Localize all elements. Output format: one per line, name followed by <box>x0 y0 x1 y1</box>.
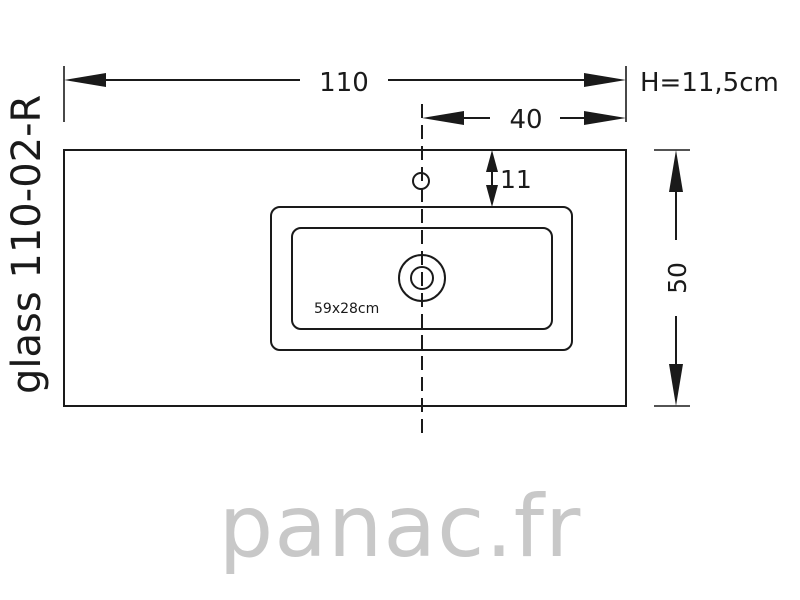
tap-edge-arrow-top <box>486 150 498 172</box>
width-dimension: 110 <box>63 66 627 122</box>
width-arrow-right <box>584 73 626 87</box>
width-arrow-left <box>64 73 106 87</box>
tap-hole <box>412 172 430 190</box>
countertop-outline <box>63 149 627 407</box>
depth-arrow-bottom <box>669 364 683 406</box>
tap-offset-value: 40 <box>509 105 542 135</box>
tap-offset-dimension: 40 <box>422 105 626 135</box>
basin-inner <box>291 227 553 330</box>
drain-inner <box>410 266 434 290</box>
tap-edge-arrow-bottom <box>486 185 498 207</box>
tap-offset-arrow-left <box>422 111 464 125</box>
tap-edge-dimension: 11 <box>486 150 532 207</box>
basin-outer <box>270 206 573 351</box>
tap-edge-value: 11 <box>500 165 532 194</box>
basin-size-label: 59x28cm <box>314 301 379 317</box>
width-value: 110 <box>319 68 369 98</box>
depth-arrow-top <box>669 150 683 192</box>
model-label: glass 110-02-R <box>4 95 50 394</box>
depth-dimension: 50 <box>654 149 692 407</box>
tap-offset-arrow-right <box>584 111 626 125</box>
watermark-logo: panac.fr <box>219 477 582 577</box>
depth-value: 50 <box>663 262 692 294</box>
drain-outer <box>398 254 446 302</box>
height-note: H=11,5cm <box>640 68 779 98</box>
